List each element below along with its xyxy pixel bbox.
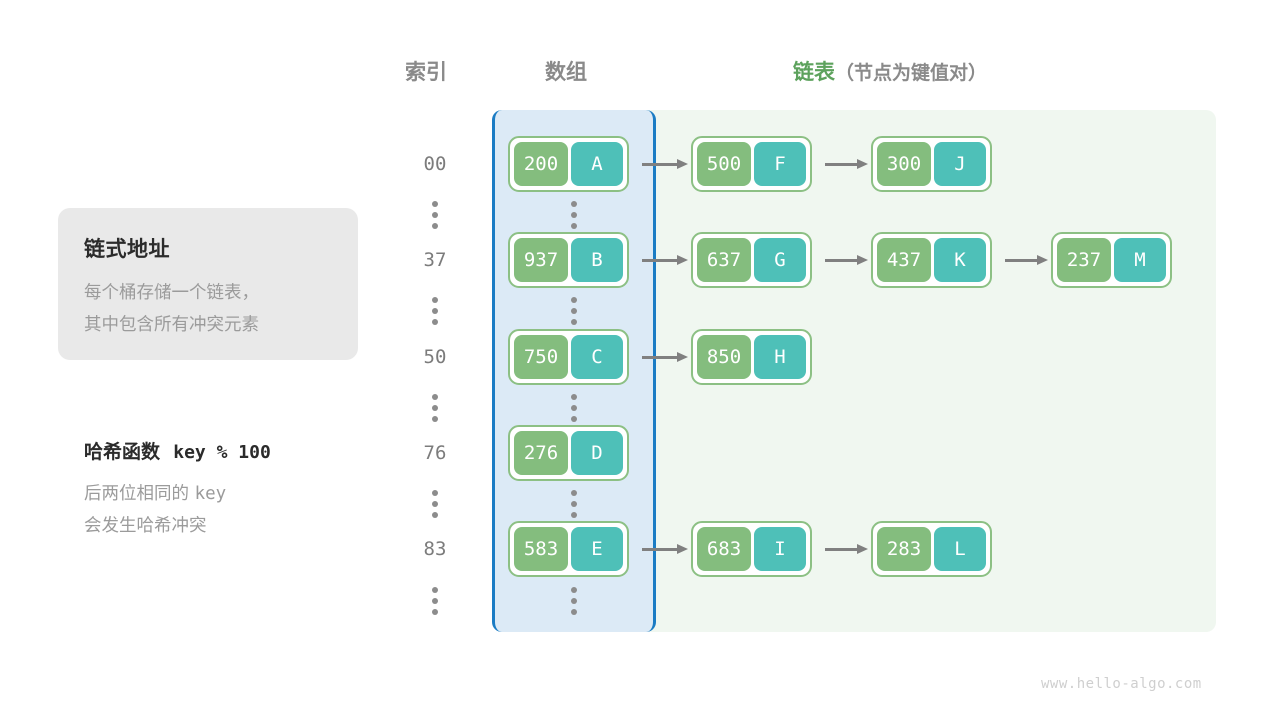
node-value-cell: F — [754, 142, 806, 186]
node-value-cell: A — [571, 142, 623, 186]
array-ellipsis — [571, 587, 581, 620]
array-ellipsis — [571, 297, 581, 330]
chain-arrow-icon — [825, 255, 868, 265]
chain-arrow-icon — [642, 352, 688, 362]
node-value-cell: K — [934, 238, 986, 282]
hash-note-line-1: 后两位相同的 key — [84, 478, 226, 510]
array-ellipsis — [571, 490, 581, 523]
bucket-index-label: 50 — [423, 346, 447, 368]
column-header-index: 索引 — [405, 60, 447, 84]
array-ellipsis — [571, 201, 581, 234]
node-key-cell: 637 — [697, 238, 751, 282]
node-value-cell: I — [754, 527, 806, 571]
node-key-cell: 200 — [514, 142, 568, 186]
index-ellipsis — [432, 394, 442, 427]
info-card — [58, 208, 358, 360]
hash-function-label: 哈希函数 — [84, 441, 161, 463]
hash-note-line-1-code: key — [194, 484, 227, 504]
hash-function-title: 哈希函数 key % 100 — [84, 437, 271, 464]
column-header-linkedlist: 链表（节点为键值对） — [793, 56, 987, 86]
node-key-cell: 283 — [877, 527, 931, 571]
index-ellipsis — [432, 490, 442, 523]
node-key-cell: 937 — [514, 238, 568, 282]
index-ellipsis — [432, 201, 442, 234]
node-key-cell: 583 — [514, 527, 568, 571]
array-ellipsis — [571, 394, 581, 427]
column-header-linkedlist-sub: （节点为键值对） — [835, 62, 988, 84]
node-key-cell: 276 — [514, 431, 568, 475]
node-value-cell: E — [571, 527, 623, 571]
info-card-body: 每个桶存储一个链表， 其中包含所有冲突元素 — [84, 277, 259, 341]
node-value-cell: D — [571, 431, 623, 475]
index-ellipsis — [432, 587, 442, 620]
column-header-linkedlist-main: 链表 — [793, 60, 835, 84]
chain-arrow-icon — [642, 159, 688, 169]
column-header-array: 数组 — [545, 60, 587, 84]
index-ellipsis — [432, 297, 442, 330]
bucket-index-label: 37 — [423, 249, 447, 271]
node-key-cell: 437 — [877, 238, 931, 282]
chain-arrow-icon — [1005, 255, 1048, 265]
hash-function-expression: key % 100 — [173, 442, 271, 463]
hash-note-line-1-text: 后两位相同的 — [84, 484, 189, 504]
hash-note-line-2: 会发生哈希冲突 — [84, 516, 207, 536]
node-key-cell: 683 — [697, 527, 751, 571]
node-value-cell: J — [934, 142, 986, 186]
bucket-index-label: 83 — [423, 538, 447, 560]
watermark: www.hello-algo.com — [1041, 676, 1202, 692]
bucket-index-label: 00 — [423, 153, 447, 175]
chain-arrow-icon — [642, 544, 688, 554]
info-card-title: 链式地址 — [84, 237, 170, 261]
chain-arrow-icon — [825, 159, 868, 169]
bucket-index-label: 76 — [423, 442, 447, 464]
node-key-cell: 500 — [697, 142, 751, 186]
node-key-cell: 750 — [514, 335, 568, 379]
info-card-line-1: 每个桶存储一个链表， — [84, 283, 259, 303]
node-value-cell: B — [571, 238, 623, 282]
node-key-cell: 300 — [877, 142, 931, 186]
chain-arrow-icon — [825, 544, 868, 554]
node-value-cell: G — [754, 238, 806, 282]
node-key-cell: 237 — [1057, 238, 1111, 282]
hash-function-note: 后两位相同的 key 会发生哈希冲突 — [84, 478, 226, 542]
node-key-cell: 850 — [697, 335, 751, 379]
chain-arrow-icon — [642, 255, 688, 265]
node-value-cell: M — [1114, 238, 1166, 282]
node-value-cell: H — [754, 335, 806, 379]
info-card-line-2: 其中包含所有冲突元素 — [84, 315, 259, 335]
node-value-cell: C — [571, 335, 623, 379]
node-value-cell: L — [934, 527, 986, 571]
